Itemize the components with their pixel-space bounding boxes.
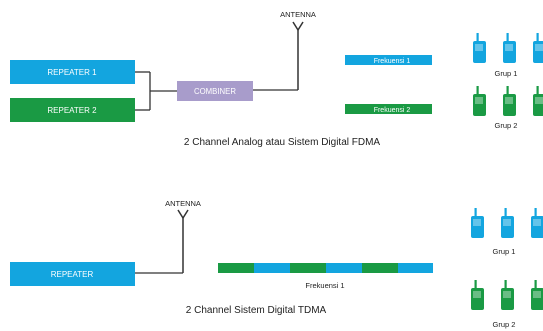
group-2-radios xyxy=(471,280,543,310)
frequency-1-label: Frekuensi 1 xyxy=(374,58,411,65)
group-2-label: Grup 2 xyxy=(495,121,518,130)
radio-icon xyxy=(533,86,543,116)
repeater-1-box xyxy=(10,60,135,84)
time-slot xyxy=(362,263,398,273)
antenna-label: ANTENNA xyxy=(165,199,201,208)
repeater-box xyxy=(10,262,135,286)
radio-icon xyxy=(533,33,543,63)
repeater-2-label: REPEATER 2 xyxy=(47,106,97,115)
time-slot xyxy=(398,263,433,273)
combiner-label: COMBINER xyxy=(194,87,236,96)
group-2-radios xyxy=(473,86,543,116)
frequency-1-label: Frekuensi 1 xyxy=(305,281,344,290)
fdma-section: ANTENNA REPEATER 1 REPEATER 2 COMBINER F… xyxy=(10,10,543,148)
group-1-radios xyxy=(471,208,543,238)
radio-icon xyxy=(471,280,484,310)
radio-icon xyxy=(473,33,486,63)
repeater-1-label: REPEATER 1 xyxy=(47,68,97,77)
radio-icon xyxy=(501,208,514,238)
frequency-2-label: Frekuensi 2 xyxy=(374,107,411,114)
antenna-label: ANTENNA xyxy=(280,10,316,19)
radio-icon xyxy=(531,208,543,238)
radio-icon xyxy=(503,86,516,116)
tdma-caption: 2 Channel Sistem Digital TDMA xyxy=(186,305,327,316)
radio-icon xyxy=(531,280,543,310)
radio-icon xyxy=(473,86,486,116)
time-slot xyxy=(326,263,362,273)
repeater-2-box xyxy=(10,98,135,122)
antenna-icon xyxy=(177,209,189,273)
frequency-1-bar xyxy=(345,55,432,65)
group-1-label: Grup 1 xyxy=(495,69,518,78)
time-slot xyxy=(218,263,254,273)
repeater-combiner-connector xyxy=(135,71,177,111)
frequency-2-bar xyxy=(345,104,432,114)
combiner-box xyxy=(177,81,253,101)
tdma-section: ANTENNA REPEATER Frekuensi 1 Grup 1 xyxy=(10,199,543,329)
repeater-label: REPEATER xyxy=(51,270,94,279)
group-1-label: Grup 1 xyxy=(493,247,516,256)
fdma-caption: 2 Channel Analog atau Sistem Digital FDM… xyxy=(184,137,381,148)
tdma-frequency-bar xyxy=(218,263,433,273)
antenna-icon xyxy=(292,21,304,90)
group-2-label: Grup 2 xyxy=(493,320,516,329)
time-slot xyxy=(290,263,326,273)
time-slot xyxy=(254,263,290,273)
group-1-radios xyxy=(473,33,543,63)
radio-icon xyxy=(503,33,516,63)
radio-icon xyxy=(501,280,514,310)
radio-icon xyxy=(471,208,484,238)
